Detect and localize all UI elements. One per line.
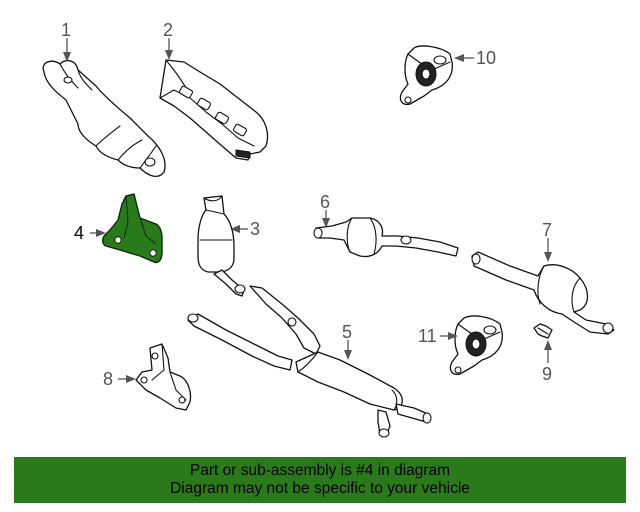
- part-7-rear-muffler: [471, 251, 615, 335]
- part-8-support-bracket: [135, 343, 192, 411]
- callout-5[interactable]: 5: [342, 322, 352, 342]
- callout-6[interactable]: 6: [320, 192, 330, 212]
- part-2-heat-shield: [159, 59, 269, 161]
- callout-3[interactable]: 3: [250, 219, 260, 239]
- part-3-catalytic-converter: [197, 195, 246, 297]
- callout-11[interactable]: 11: [418, 326, 437, 346]
- callout-2[interactable]: 2: [163, 20, 173, 40]
- leader-lines: [63, 38, 552, 383]
- part-4-bracket-highlighted: [101, 193, 163, 264]
- part-5-exhaust-pipe-resonator: [187, 285, 432, 438]
- info-banner: Part or sub-assembly is #4 in diagram Di…: [14, 457, 626, 503]
- part-10-insulator-mount: [399, 45, 453, 106]
- callout-4[interactable]: 4: [74, 223, 84, 243]
- part-6-intermediate-muffler: [313, 217, 459, 258]
- callout-7[interactable]: 7: [542, 220, 552, 240]
- callout-8[interactable]: 8: [103, 369, 113, 389]
- callout-9[interactable]: 9: [542, 364, 552, 384]
- exhaust-parts-diagram: 1 2 3 4 5 6 7 8 9 10 11: [42, 20, 615, 438]
- part-9-clip: [533, 323, 553, 339]
- part-11-insulator-mount: [449, 315, 503, 376]
- banner-line-disclaimer: Diagram may not be specific to your vehi…: [170, 480, 470, 497]
- callout-10[interactable]: 10: [476, 48, 496, 68]
- banner-line-part-number: Part or sub-assembly is #4 in diagram: [189, 462, 451, 479]
- callout-1[interactable]: 1: [61, 20, 71, 40]
- part-1-exhaust-manifold: [42, 59, 166, 178]
